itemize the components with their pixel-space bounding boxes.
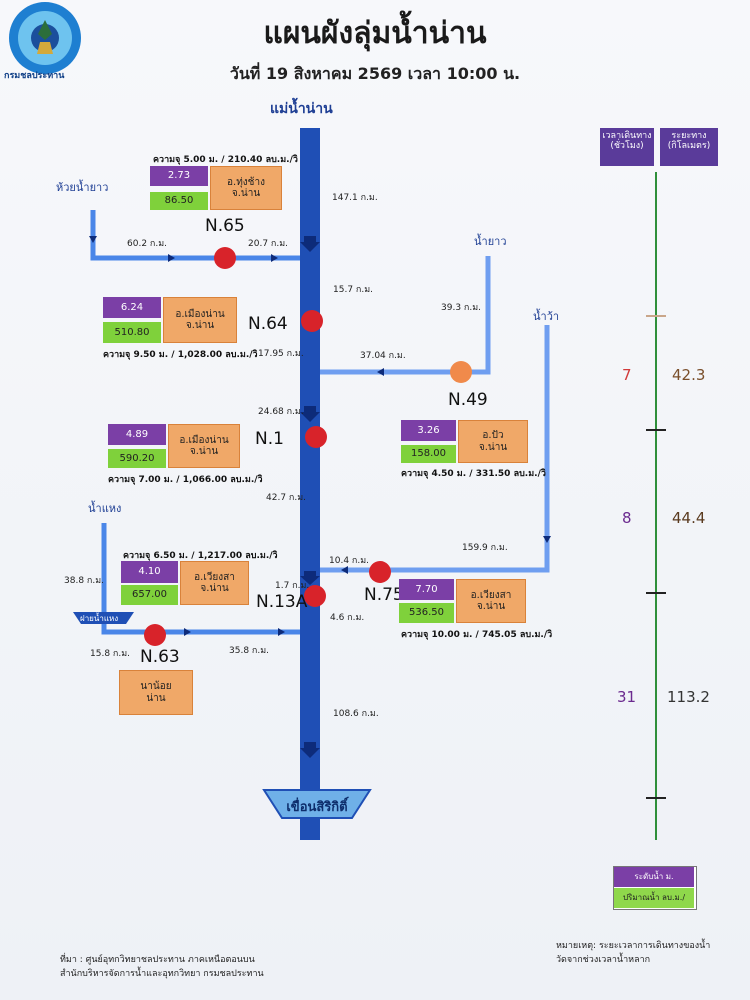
station-n63-marker[interactable] xyxy=(144,624,166,646)
page-title: แผนผังลุ่มน้ำน่าน xyxy=(263,16,487,51)
distance-label: 10.4 ก.ม. xyxy=(329,556,370,566)
distance-label: 42.7 ก.ม. xyxy=(266,493,307,503)
n65-district: อ.ทุ่งช้าง จ.น่าน xyxy=(210,166,282,210)
distance-label: 1.7 ก.ม. xyxy=(275,581,310,591)
legend-water-flow: ปริมาณน้ำ ลบ.ม./ xyxy=(614,888,694,908)
nam-haeng-label: น้ำแหง xyxy=(88,502,122,515)
station-n49-marker[interactable] xyxy=(450,361,472,383)
haeng-gate-label: ฝายน้ำแหง xyxy=(80,614,119,623)
haeng-gate-shape xyxy=(73,612,134,624)
distance-label: 35.8 ก.ม. xyxy=(229,646,270,656)
logo-emblem xyxy=(9,2,81,74)
n1-district: อ.เมืองน่าน จ.น่าน xyxy=(168,424,240,468)
n64-capacity: ความจุ 9.50 ม. / 1,028.00 ลบ.ม./วิ xyxy=(103,350,258,360)
n64-flow: 510.80 xyxy=(103,322,161,343)
scale-km: 113.2 xyxy=(667,688,710,706)
scale-km: 44.4 xyxy=(672,509,706,527)
main-river-label: แม่น้ำน่าน xyxy=(270,101,333,117)
nam-wa-channel xyxy=(320,325,550,573)
n49-label: N.49 xyxy=(448,390,488,410)
n1-level: 4.89 xyxy=(108,424,166,445)
distance-label: 15.7 ก.ม. xyxy=(333,285,374,295)
page-subtitle: วันที่ 19 สิงหาคม 2569 เวลา 10:00 น. xyxy=(229,64,521,83)
n64-level: 6.24 xyxy=(103,297,161,318)
n13a-level: 4.10 xyxy=(121,561,178,583)
legend-water-level: ระดับน้ำ ม. xyxy=(614,867,694,887)
logo-caption: กรมชลประทาน xyxy=(4,71,65,81)
nam-wa-label: น้ำว้า xyxy=(533,310,560,323)
scale-hours: 31 xyxy=(617,688,637,706)
n13a-capacity: ความจุ 6.50 ม. / 1,217.00 ลบ.ม./วิ xyxy=(123,551,278,561)
huai-nam-yao-label: ห้วยน้ำยาว xyxy=(56,181,109,194)
n64-label: N.64 xyxy=(248,314,288,334)
n1-capacity: ความจุ 7.00 ม. / 1,066.00 ลบ.ม./วิ xyxy=(108,475,263,485)
n1-flow: 590.20 xyxy=(108,449,166,468)
n63-district: นาน้อย น่าน xyxy=(119,670,193,715)
n75-district: อ.เวียงสา จ.น่าน xyxy=(456,579,526,623)
n63-label: N.63 xyxy=(140,647,180,667)
distance-label: 37.04 ก.ม. xyxy=(360,351,406,361)
footer-source: ที่มา : ศูนย์อุทกวิทยาชลประทาน ภาคเหนือต… xyxy=(60,955,264,979)
nam-yao-label: น้ำยาว xyxy=(474,235,507,248)
distance-label: 20.7 ก.ม. xyxy=(248,239,289,249)
n65-level: 2.73 xyxy=(150,166,208,186)
n75-flow: 536.50 xyxy=(399,603,454,623)
scale-hours: 7 xyxy=(622,366,632,384)
scale-header-distance: ระยะทาง (กิโลเมตร) xyxy=(660,128,718,166)
distance-label: 108.6 ก.ม. xyxy=(333,709,379,719)
n64-district: อ.เมืองน่าน จ.น่าน xyxy=(163,297,237,343)
footer-note: หมายเหตุ: ระยะเวลาการเดินทางของน้ำ วัดจา… xyxy=(556,941,711,965)
distance-label: 147.1 ก.ม. xyxy=(332,193,378,203)
nam-haeng-channel xyxy=(101,523,300,635)
station-n13a-marker[interactable] xyxy=(304,585,326,607)
distance-label: 159.9 ก.ม. xyxy=(462,543,508,553)
huai-nam-yao-channel xyxy=(90,210,300,261)
n49-district: อ.ปัว จ.น่าน xyxy=(458,420,528,463)
n49-flow: 158.00 xyxy=(401,445,456,463)
distance-label: 60.2 ก.ม. xyxy=(127,239,168,249)
station-n1-marker[interactable] xyxy=(305,426,327,448)
n75-label: N.75 xyxy=(364,585,404,605)
dam-shape xyxy=(262,789,372,819)
n13a-label: N.13A xyxy=(256,592,308,612)
n65-capacity: ความจุ 5.00 ม. / 210.40 ลบ.ม./วิ xyxy=(153,155,298,165)
n1-label: N.1 xyxy=(255,429,284,449)
n13a-flow: 657.00 xyxy=(121,585,178,605)
scale-km: 42.3 xyxy=(672,366,706,384)
distance-label: 24.68 ก.ม. xyxy=(258,407,304,417)
nam-yao-channel xyxy=(320,256,491,375)
distance-label: 39.3 ก.ม. xyxy=(441,303,482,313)
n75-capacity: ความจุ 10.00 ม. / 745.05 ลบ.ม./วิ xyxy=(401,630,553,640)
main-river-arrows xyxy=(300,236,320,758)
distance-label: 4.6 ก.ม. xyxy=(330,613,365,623)
n65-flow: 86.50 xyxy=(150,192,208,210)
legend-box: ระดับน้ำ ม. ปริมาณน้ำ ลบ.ม./ xyxy=(613,866,697,910)
scale-ticks xyxy=(646,315,666,799)
station-n65-marker[interactable] xyxy=(214,247,236,269)
n65-label: N.65 xyxy=(205,216,245,236)
dam-label: เขื่อนสิริกิติ์ xyxy=(286,800,348,815)
n49-capacity: ความจุ 4.50 ม. / 331.50 ลบ.ม./วิ xyxy=(401,469,546,479)
distance-label: 38.8 ก.ม. xyxy=(64,576,105,586)
scale-hours: 8 xyxy=(622,509,632,527)
distance-label: 15.8 ก.ม. xyxy=(90,649,131,659)
station-n75-marker[interactable] xyxy=(369,561,391,583)
distance-label: 17.95 ก.ม. xyxy=(258,349,304,359)
station-n64-marker[interactable] xyxy=(301,310,323,332)
main-river-channel xyxy=(300,128,320,840)
tributary-arrows xyxy=(89,236,551,636)
n13a-district: อ.เวียงสา จ.น่าน xyxy=(180,561,249,605)
n49-level: 3.26 xyxy=(401,420,456,441)
scale-header-time: เวลาเดินทาง (ชั่วโมง) xyxy=(600,128,654,166)
n75-level: 7.70 xyxy=(399,579,454,600)
